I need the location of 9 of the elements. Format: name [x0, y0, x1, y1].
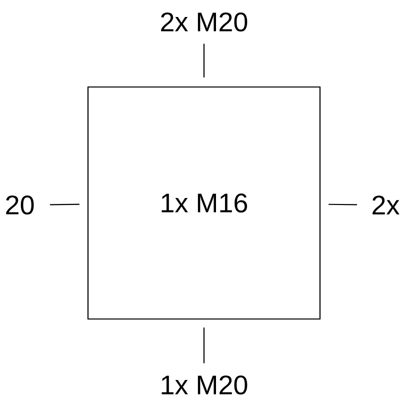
entry-label: 1x M20: [162, 375, 248, 395]
entry-label: 2x M20: [161, 12, 248, 32]
tick-line: [50, 204, 80, 206]
tick-line: [203, 44, 205, 78]
entry-label: 20: [6, 195, 34, 215]
box: 1x M16: [87, 86, 321, 320]
entry-label: 2x: [372, 196, 400, 214]
tick-line: [328, 204, 358, 206]
tick-line: [203, 328, 205, 364]
